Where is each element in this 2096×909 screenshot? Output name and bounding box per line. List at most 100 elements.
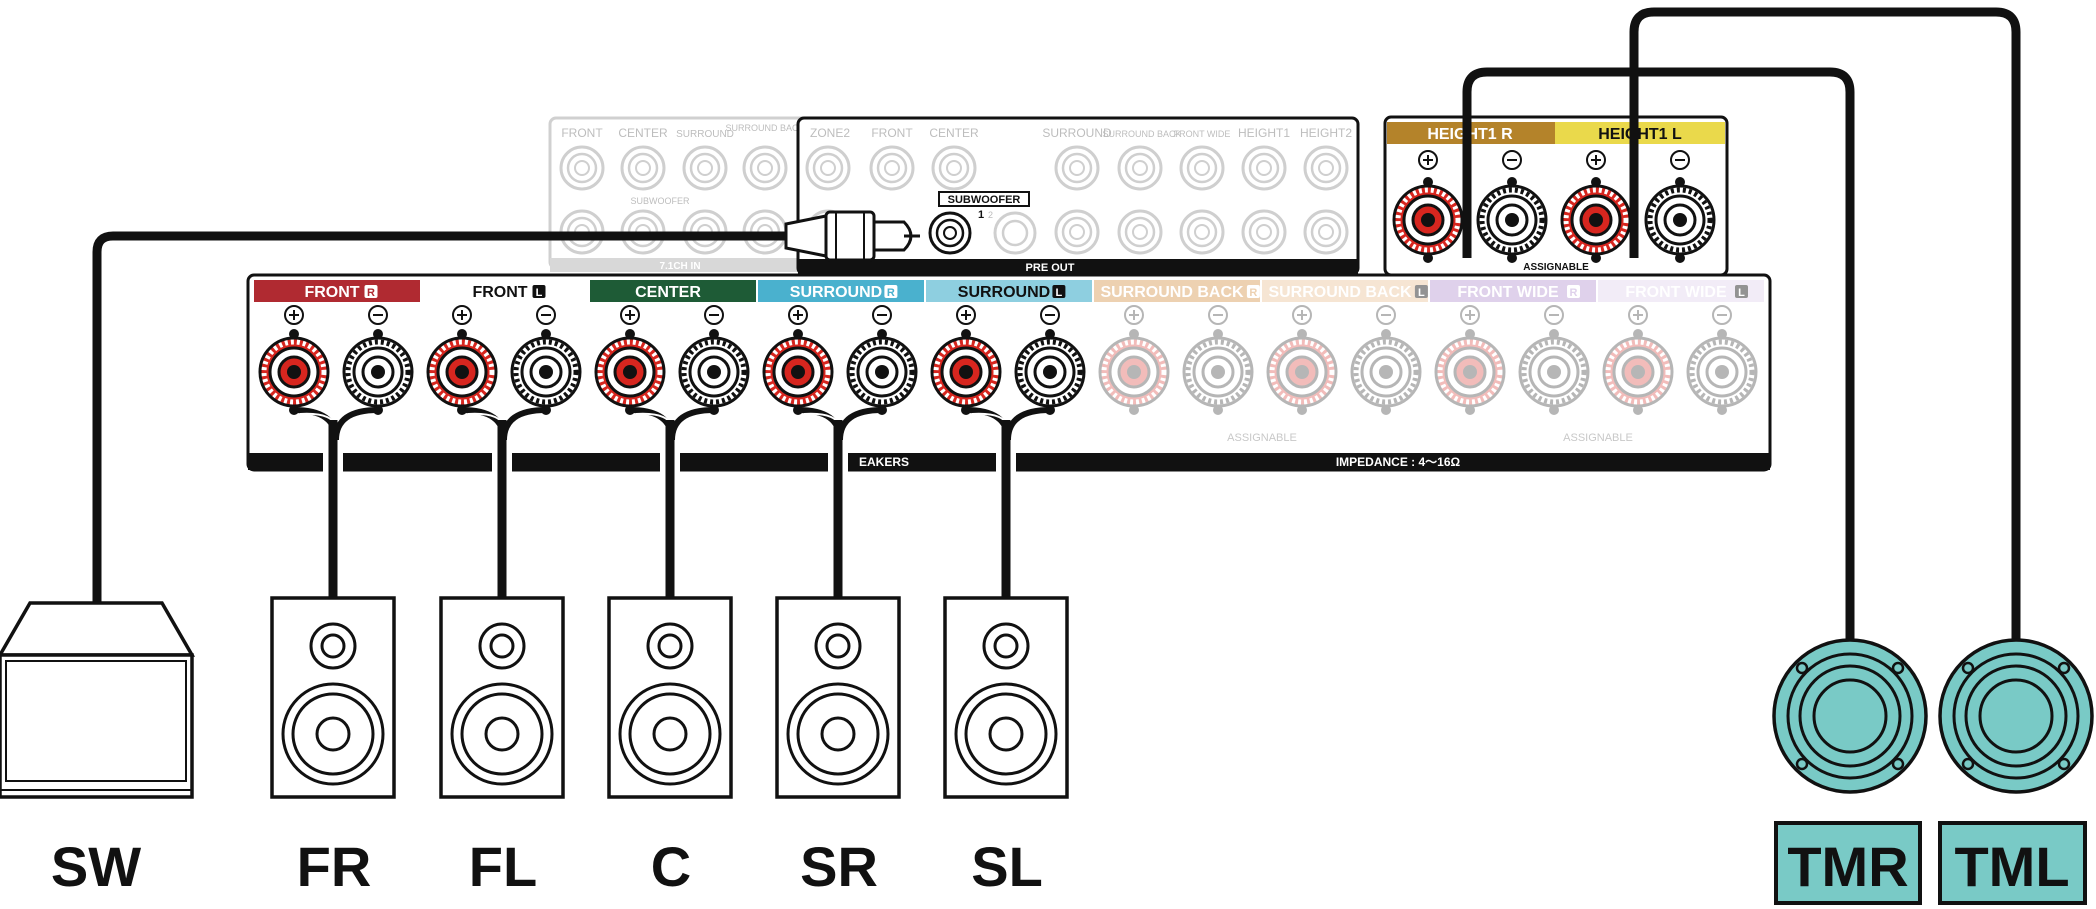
- rca-plug: [784, 210, 920, 262]
- height-terminals: [1392, 150, 1716, 263]
- label-tml-box: [1938, 821, 2087, 905]
- label-tml: TML: [1954, 835, 2069, 898]
- minus-sign-icon: [704, 305, 724, 325]
- in71-jack-top-1: [620, 145, 666, 191]
- terminal-plus: [1602, 329, 1674, 415]
- subwoofer-speaker: [0, 601, 196, 799]
- channel-badge: L: [1738, 287, 1745, 299]
- channel-band: CENTER: [590, 280, 756, 302]
- subwoofer-preout-label: SUBWOOFER: [948, 194, 1021, 206]
- plus-sign-icon: [1460, 305, 1480, 325]
- preout-jack-bottom-5: [1303, 209, 1349, 255]
- channel-badge: R: [367, 287, 375, 299]
- height-assignable-label: ASSIGNABLE: [1523, 262, 1589, 273]
- label-c: C: [651, 835, 691, 898]
- channel-label: FRONT WIDE: [1457, 284, 1559, 301]
- channel-band: SURROUND BACK L: [1262, 280, 1428, 302]
- preout-bar-label: PRE OUT: [1026, 262, 1075, 274]
- channel-badge: L: [1056, 287, 1063, 299]
- terminal-plus: [1266, 329, 1338, 415]
- plus-sign-icon: [1418, 150, 1438, 170]
- in71-bar: [550, 258, 810, 272]
- height-terminal-minus: [1644, 177, 1716, 263]
- ceiling-speaker: [1938, 638, 2094, 794]
- terminal-plus: [930, 329, 1002, 415]
- minus-sign-icon: [1040, 305, 1060, 325]
- terminal-minus: [1350, 329, 1422, 415]
- cable-tml: [1629, 7, 2021, 640]
- preout-jack-top-0: [805, 145, 851, 191]
- plus-sign-icon: [284, 305, 304, 325]
- in71-jack-top-3: [742, 145, 788, 191]
- preout-jack-bottom-3: [1179, 209, 1225, 255]
- terminal-plus: [258, 329, 330, 415]
- assignable-label-2: ASSIGNABLE: [1563, 432, 1633, 444]
- preout-top-label: ZONE2: [810, 126, 850, 140]
- terminal-minus: [1686, 329, 1758, 415]
- cable-tmr: [1462, 67, 1855, 640]
- plus-sign-icon: [1628, 305, 1648, 325]
- in71-jack-top-2: [682, 145, 728, 191]
- preout-top-label: SURROUND BACK: [1102, 129, 1181, 139]
- preout-top-label: HEIGHT2: [1300, 126, 1352, 140]
- channel-label: FRONT: [304, 284, 359, 301]
- in71-label-surround-back: SURROUND BACK: [725, 123, 804, 133]
- preout-jack-top-6: [1241, 145, 1287, 191]
- preout-top-label: FRONT: [871, 126, 913, 140]
- label-sr: SR: [800, 835, 878, 898]
- in71-label-front: FRONT: [561, 126, 603, 140]
- height-terminal-plus: [1392, 177, 1464, 263]
- preout-jacks: [805, 145, 1349, 255]
- height-terminal-plus: [1560, 177, 1632, 263]
- minus-sign-icon: [1376, 305, 1396, 325]
- preout-top-label: FRONT WIDE: [1174, 129, 1231, 139]
- channel-label: SURROUND BACK: [1268, 284, 1412, 301]
- minus-sign-icon: [1712, 305, 1732, 325]
- minus-sign-icon: [1208, 305, 1228, 325]
- preout-jack-top-3: [1054, 145, 1100, 191]
- height-panel: HEIGHT1 R HEIGHT1 L ASSIGNABLE: [1383, 115, 1729, 277]
- minus-sign-icon: [368, 305, 388, 325]
- height-terminal-minus: [1476, 177, 1548, 263]
- speaker-terminals: [258, 305, 1758, 441]
- terminal-minus: [846, 329, 918, 415]
- label-sl: SL: [971, 835, 1043, 898]
- minus-sign-icon: [536, 305, 556, 325]
- preout-bar: [798, 259, 1358, 274]
- label-fl: FL: [469, 835, 537, 898]
- minus-sign-icon: [1670, 150, 1690, 170]
- speaker-labels: SW FR FL C SR SL TMR TML: [51, 821, 2087, 905]
- minus-sign-icon: [1544, 305, 1564, 325]
- subwoofer-preout-label-box: [938, 191, 1030, 207]
- floor-speakers: [270, 596, 1069, 799]
- subwoofer-preout-num-1: 1: [978, 209, 984, 221]
- terminal-plus: [594, 329, 666, 415]
- terminal-plus: [762, 329, 834, 415]
- channel-badge: R: [1249, 287, 1257, 299]
- cable-gaps: [323, 451, 1016, 472]
- preout-panel: 7.1CH IN FRONT CENTER SURROUND SURROUND …: [548, 116, 1360, 276]
- terminal-minus: [342, 329, 414, 415]
- terminal-minus: [678, 329, 750, 415]
- subwoofer-preout-num-2: 2: [988, 210, 993, 220]
- preout-jack-top-7: [1303, 145, 1349, 191]
- cables-over: [328, 440, 1011, 480]
- plus-sign-icon: [1124, 305, 1144, 325]
- terminal-plus: [1434, 329, 1506, 415]
- height1-l-label: HEIGHT1 L: [1598, 126, 1682, 143]
- speakers: [0, 596, 2094, 799]
- in71-bar-label: 7.1CH IN: [659, 261, 700, 272]
- minus-sign-icon: [1502, 150, 1522, 170]
- preout-top-label: HEIGHT1: [1238, 126, 1290, 140]
- channel-badge: L: [1418, 287, 1425, 299]
- label-tmr-box: [1774, 821, 1922, 905]
- channel-label: CENTER: [635, 284, 701, 301]
- channel-label: FRONT: [472, 284, 527, 301]
- preout-jack-top-1: [869, 145, 915, 191]
